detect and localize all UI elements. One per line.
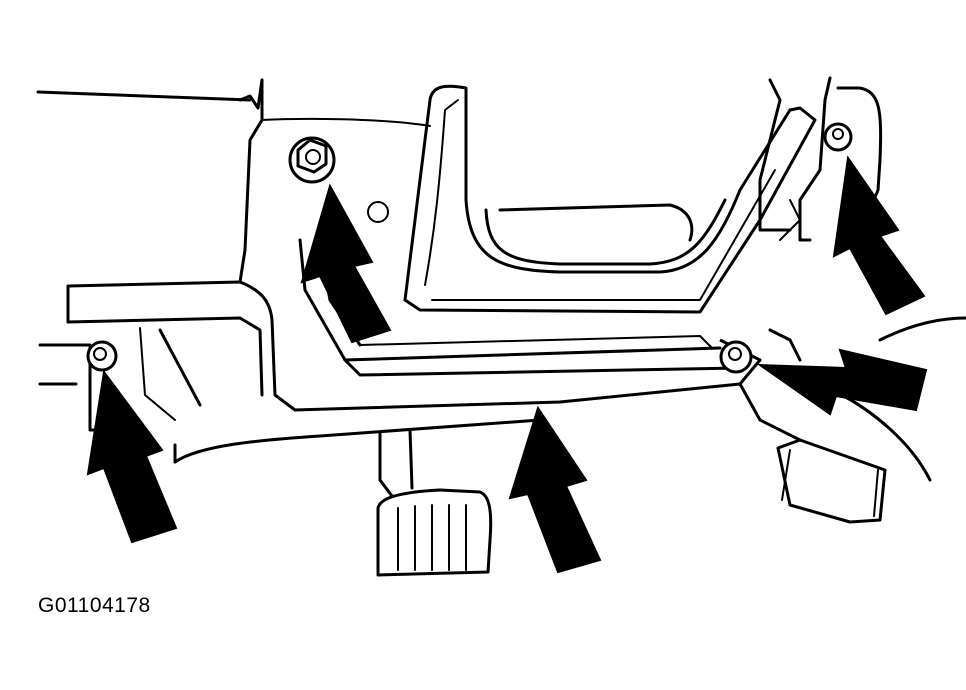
hole-upper — [367, 201, 389, 223]
figure-code: G01104178 — [38, 594, 151, 617]
arrow-left — [86, 369, 178, 544]
bolt-right-upper — [823, 122, 853, 152]
arrow-center — [300, 183, 392, 344]
steering-column-housing — [768, 316, 966, 524]
upper-housing — [36, 78, 431, 284]
arrow-right-upper — [832, 155, 926, 316]
arrow-right-lower — [756, 348, 928, 416]
bolt-top-left — [288, 136, 336, 184]
bolt-left — [86, 340, 118, 372]
bracket — [66, 76, 883, 442]
arrow-bottom — [508, 405, 602, 574]
bolt-right-lower — [719, 340, 753, 374]
brake-pedal — [376, 428, 493, 577]
